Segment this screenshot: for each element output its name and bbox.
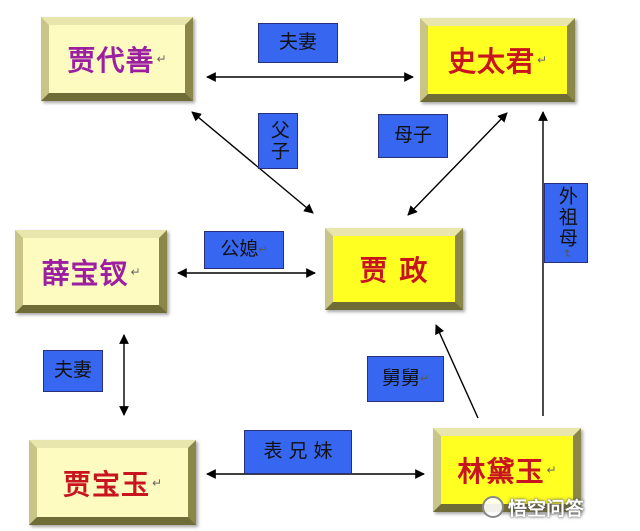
arrow-daiyu-jiazheng (435, 324, 479, 419)
tag-biaoxiongmei-label: 表 兄 妹 (263, 440, 333, 463)
tag-muzi: 母子 (378, 114, 448, 158)
node-lin-daiyu: 林黛玉↵ (433, 428, 581, 512)
arrow-shitaijun-jiazheng (407, 112, 508, 216)
tag-biaoxiongmei: 表 兄 妹 (244, 430, 352, 474)
return-mark: ↵ (258, 242, 268, 256)
tag-gongxi-label: 公媳 (220, 238, 259, 261)
node-jia-zheng-label: 贾 政 (359, 254, 429, 287)
watermark-logo-icon (482, 496, 504, 518)
tag-fuqi-left-label: 夫妻 (53, 359, 92, 382)
node-jia-daishan-label: 贾代善 (67, 44, 155, 77)
node-xue-baochai: 薛宝钗↵ (15, 230, 167, 313)
tag-fuzi-label: 父子 (267, 120, 290, 162)
return-mark: ↵ (130, 264, 141, 279)
tag-jiujiu-label: 舅舅 (381, 367, 420, 390)
node-lin-daiyu-label: 林黛玉 (457, 455, 545, 488)
tag-muzi-label: 母子 (393, 124, 432, 147)
tag-waizumu: 外祖母↵ (544, 183, 588, 263)
arrow-daishan-jiazheng (191, 111, 314, 214)
return-mark: ↵ (156, 52, 167, 66)
tag-jiujiu: 舅舅↵ (367, 356, 444, 402)
node-jia-zheng: 贾 政 (325, 228, 463, 310)
tag-fuqi-left: 夫妻 (43, 350, 103, 392)
tag-fuqi-top-label: 夫妻 (278, 31, 317, 54)
node-xue-baochai-label: 薛宝钗 (41, 256, 129, 290)
node-jia-baoyu: 贾宝玉↵ (29, 440, 196, 525)
tag-gongxi: 公媳↵ (204, 231, 284, 269)
return-mark: ↵ (536, 53, 548, 67)
return-mark: ↵ (151, 475, 163, 490)
watermark-text: 悟空问答 (508, 498, 585, 520)
node-shi-taijun: 史太君↵ (420, 18, 575, 102)
return-mark: ↵ (419, 371, 430, 385)
tag-waizumu-label: 外祖母 (555, 185, 578, 249)
tag-fuqi-top: 夫妻 (258, 23, 338, 63)
node-shi-taijun-label: 史太君 (447, 45, 535, 78)
node-jia-daishan: 贾代善↵ (41, 17, 193, 101)
tag-fuzi: 父子 (258, 113, 298, 169)
return-mark: ↵ (560, 248, 574, 261)
node-jia-baoyu-label: 贾宝玉 (62, 467, 150, 501)
return-mark: ↵ (546, 463, 557, 477)
